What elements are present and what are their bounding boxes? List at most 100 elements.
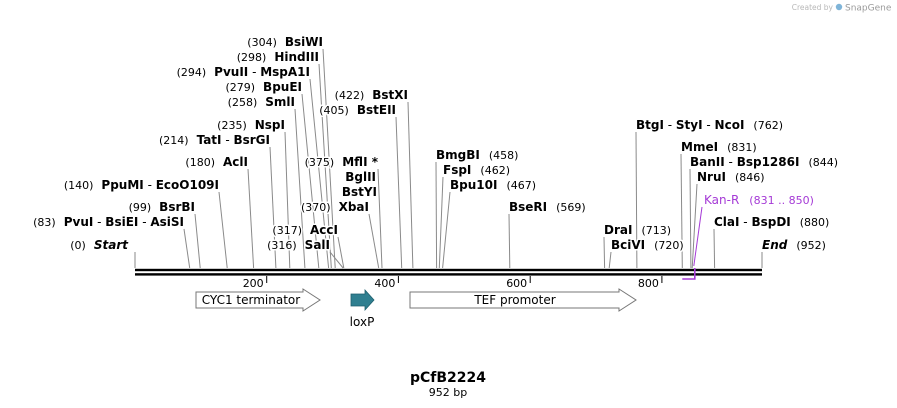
enzyme-position: (304) xyxy=(247,36,277,49)
feature-cyc1-terminator: CYC1 terminator xyxy=(195,288,321,312)
enzyme-name: BtgI xyxy=(636,118,664,132)
enzyme-name: BpuEI xyxy=(263,80,302,94)
enzyme-leader-bpuei xyxy=(301,93,320,269)
enzyme-leader-bmgbi xyxy=(435,161,438,269)
snapgene-logo-icon xyxy=(835,3,843,11)
scale-tick-label: 400 xyxy=(374,277,395,290)
enzyme-separator: - xyxy=(93,215,105,229)
enzyme-label-bsteii: (405) BstEII xyxy=(319,103,396,117)
start-label: (0)Start xyxy=(70,238,129,252)
enzyme-position: (317) xyxy=(272,224,302,237)
enzyme-leader-tati xyxy=(269,146,277,269)
enzyme-separator: - xyxy=(739,215,751,229)
enzyme-leader-bsrbi xyxy=(194,213,201,269)
enzyme-name: FspI xyxy=(443,163,471,177)
feature-tef-promoter: TEF promoter xyxy=(409,288,637,312)
enzyme-name: PvuII xyxy=(214,65,248,79)
end-label: End(952) xyxy=(762,238,826,252)
sequence-backbone xyxy=(135,268,762,276)
enzyme-name: XbaI xyxy=(339,200,369,214)
enzyme-label-drai: DraI(713) xyxy=(604,223,671,237)
enzyme-position: (458) xyxy=(489,149,519,162)
enzyme-position: (298) xyxy=(237,51,267,64)
enzyme-leader-banii xyxy=(689,168,692,269)
enzyme-name: PvuI xyxy=(64,215,94,229)
enzyme-position: (762) xyxy=(753,119,783,132)
enzyme-position: (279) xyxy=(225,81,255,94)
enzyme-separator: - xyxy=(664,118,676,132)
enzyme-name: AclI xyxy=(223,155,248,169)
backbone-top-strand xyxy=(135,268,762,272)
enzyme-leader-ppumi xyxy=(218,191,228,269)
enzyme-label-tati: (214)TatI - BsrGI xyxy=(159,133,270,147)
enzyme-label-bseri: BseRI (569) xyxy=(509,200,586,214)
enzyme-label-acli: (180) AclI xyxy=(185,155,248,169)
enzyme-position: (375) xyxy=(305,156,335,169)
enzyme-separator: - xyxy=(222,133,234,147)
enzyme-position: (316) xyxy=(267,239,297,252)
enzyme-name: AsiSI xyxy=(150,215,184,229)
enzyme-label-bglii: BglII xyxy=(345,170,376,184)
enzyme-leader-fspi xyxy=(438,176,444,269)
enzyme-separator: - xyxy=(138,215,150,229)
enzyme-label-bstxi: (422)BstXI xyxy=(335,88,408,102)
enzyme-name: Bpu10I xyxy=(450,178,497,192)
enzyme-separator: - xyxy=(703,118,715,132)
enzyme-leader-acci xyxy=(337,236,345,269)
enzyme-name: BstXI xyxy=(372,88,408,102)
start-position: (0) xyxy=(70,239,86,252)
enzyme-position: (569) xyxy=(556,201,586,214)
enzyme-label-sali: (316)SalI xyxy=(267,238,330,252)
enzyme-labels: (83)PvuI - BsiEI - AsiSI(99)BsrBI(140)Pp… xyxy=(32,34,840,254)
enzyme-leader-acli xyxy=(247,168,255,269)
cyc1-terminator-label: CYC1 terminator xyxy=(202,293,301,307)
kan-r-label: Kan-R(831 .. 850) xyxy=(704,193,814,207)
loxp-label: loxP xyxy=(350,315,375,329)
enzyme-label-pvuii: (294)PvuII - MspA1I xyxy=(177,65,310,79)
backbone-bottom-strand xyxy=(135,273,762,276)
enzyme-leader-mfli xyxy=(377,168,383,269)
cyc1-terminator-arrow xyxy=(195,288,321,312)
enzyme-name: TatI xyxy=(197,133,222,147)
enzyme-label-mmei: MmeI(831) xyxy=(681,140,757,154)
enzyme-position: (713) xyxy=(641,224,671,237)
enzyme-position: (467) xyxy=(506,179,536,192)
enzyme-name: StyI xyxy=(676,118,703,132)
enzyme-label-nspi: (235)NspI xyxy=(217,118,285,132)
enzyme-position: (180) xyxy=(185,156,215,169)
kan-r-range: (831 .. 850) xyxy=(749,194,814,207)
enzyme-name: BspDI xyxy=(751,215,790,229)
enzyme-leader-bsiwi xyxy=(322,48,336,269)
enzyme-separator: - xyxy=(144,178,156,192)
enzyme-label-banii: BanII - Bsp1286I(844) xyxy=(690,155,838,169)
enzyme-position: (846) xyxy=(735,171,765,184)
enzyme-name: BsiWI xyxy=(285,35,323,49)
enzyme-label-bpuei: (279) BpuEI xyxy=(225,80,302,94)
enzyme-label-acci: (317)AccI xyxy=(272,223,338,237)
end-name: End xyxy=(762,238,788,252)
enzyme-name: BglII xyxy=(345,170,376,184)
enzyme-name: BsrGI xyxy=(233,133,270,147)
enzyme-name: BstEII xyxy=(357,103,396,117)
enzyme-name: BciVI xyxy=(611,238,645,252)
enzyme-name: BseRI xyxy=(509,200,547,214)
enzyme-label-bsrbi: (99)BsrBI xyxy=(129,200,195,214)
enzyme-label-bmgbi: BmgBI(458) xyxy=(436,148,518,162)
enzyme-label-smli: (258)SmlI xyxy=(228,95,295,109)
tef-promoter-label: TEF promoter xyxy=(473,293,555,307)
enzyme-leader-lines xyxy=(134,48,763,269)
kan-r-leader-line xyxy=(693,206,703,267)
enzyme-separator: - xyxy=(725,155,737,169)
enzyme-name: NcoI xyxy=(715,118,745,132)
enzyme-position: (294) xyxy=(177,66,207,79)
enzyme-name: MmeI xyxy=(681,140,718,154)
enzyme-name: SmlI xyxy=(265,95,295,109)
enzyme-leader-bsteii xyxy=(395,116,403,269)
enzyme-leader-bcivi xyxy=(608,251,612,269)
enzyme-position: (370) xyxy=(301,201,331,214)
enzyme-label-btgi: BtgI - StyI - NcoI (762) xyxy=(636,118,783,132)
enzyme-leader-hindiii xyxy=(318,63,332,269)
enzyme-position: (405) xyxy=(319,104,349,117)
enzyme-name: NruI xyxy=(697,170,726,184)
